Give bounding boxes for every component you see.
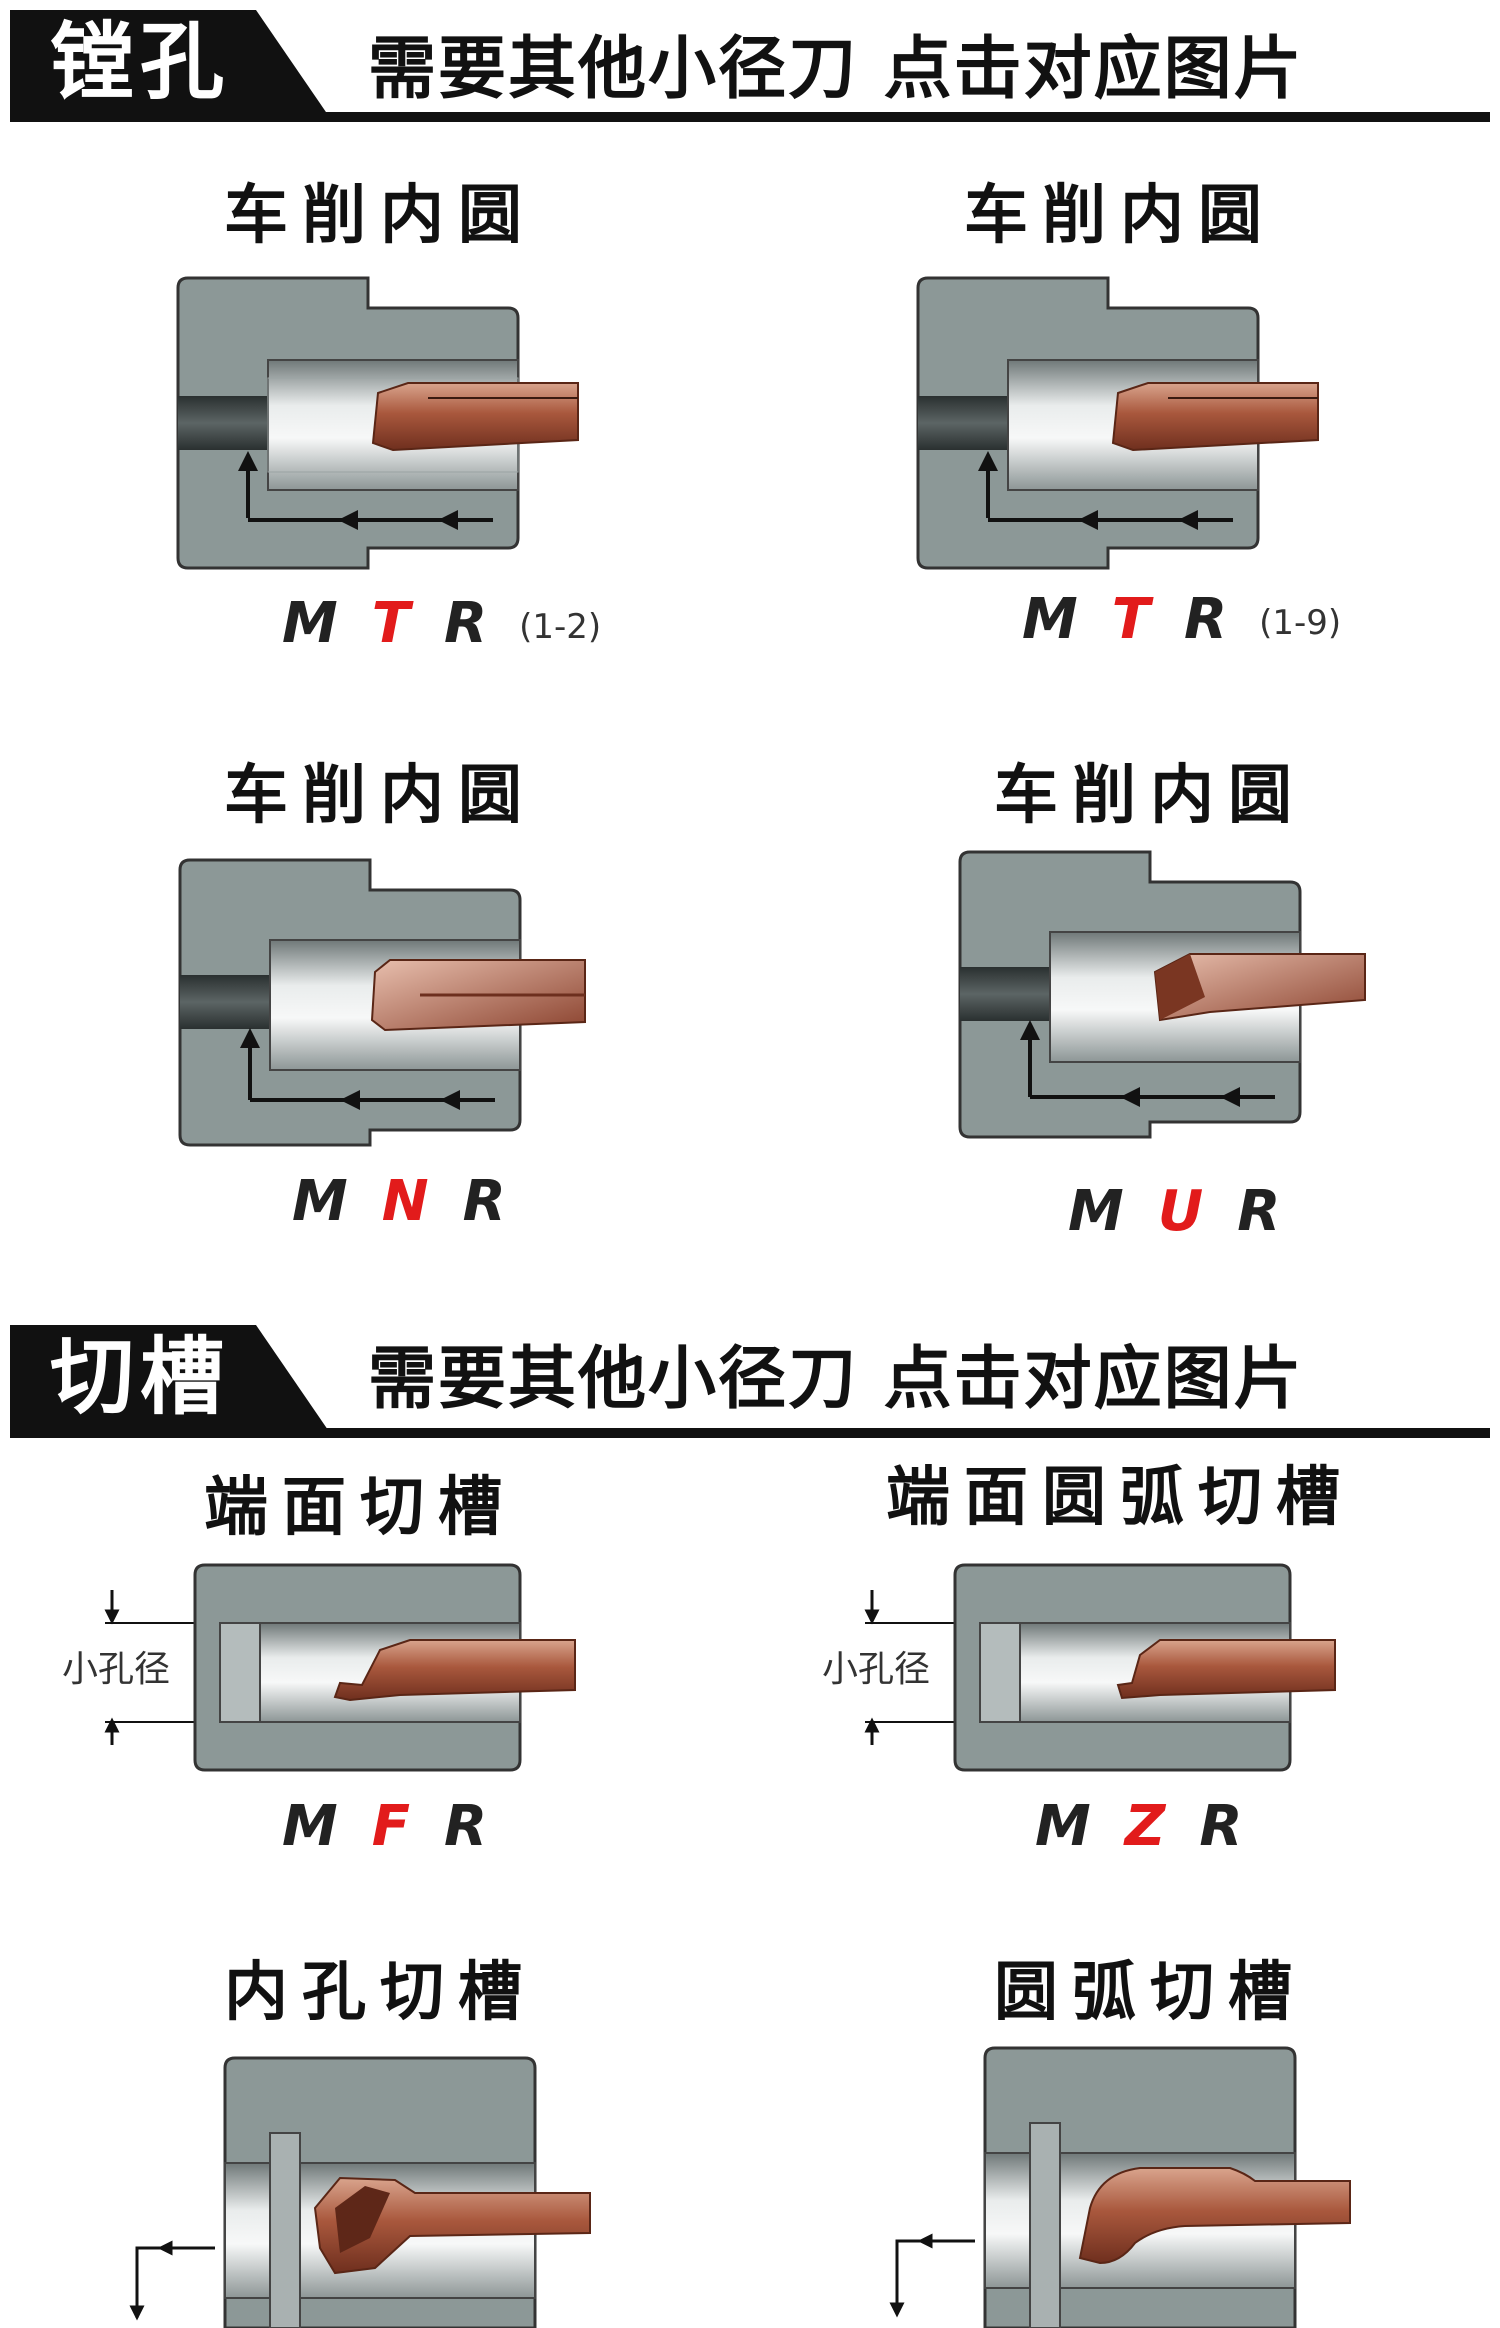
section-tag-slant-grooving bbox=[238, 1325, 328, 1430]
arc-groove-diagram[interactable] bbox=[885, 2046, 1365, 2328]
code-suffix: R bbox=[1183, 587, 1228, 652]
size-range: (1-2) bbox=[519, 606, 602, 647]
code-type: N bbox=[381, 1169, 429, 1234]
section-tag-grooving: 切槽 bbox=[10, 1325, 240, 1430]
code-prefix: M bbox=[1035, 1794, 1091, 1859]
code-prefix: M bbox=[1022, 587, 1078, 652]
code-type: T bbox=[371, 591, 410, 656]
code-type: F bbox=[371, 1794, 410, 1859]
section-divider-boring bbox=[10, 112, 1490, 122]
boring-diagram-2[interactable] bbox=[916, 276, 1338, 578]
face-groove-diagram[interactable] bbox=[100, 1563, 600, 1775]
cutting-tool bbox=[333, 1639, 576, 1702]
code-suffix: R bbox=[462, 1169, 506, 1234]
code-prefix: M bbox=[1068, 1179, 1124, 1244]
code-prefix: M bbox=[282, 1794, 338, 1859]
cutting-tool bbox=[371, 382, 579, 452]
code-suffix: R bbox=[1199, 1794, 1243, 1859]
section-divider-grooving bbox=[10, 1428, 1490, 1438]
op-title: 车削内圆 bbox=[224, 179, 536, 253]
code-suffix: R bbox=[444, 1794, 488, 1859]
section-tag-boring: 镗孔 bbox=[10, 10, 240, 115]
op-title: 端面切槽 bbox=[204, 1471, 516, 1545]
face-arc-groove-diagram[interactable] bbox=[860, 1563, 1360, 1775]
cutting-tool bbox=[1078, 2167, 1351, 2265]
code-suffix: R bbox=[443, 591, 488, 656]
op-title: 内孔切槽 bbox=[224, 1956, 536, 2030]
small-bore-label: 小孔径 bbox=[822, 1649, 931, 1690]
op-title: 端面圆弧切槽 bbox=[886, 1461, 1354, 1535]
code-prefix: M bbox=[282, 591, 338, 656]
code-type: Z bbox=[1124, 1794, 1166, 1859]
cutting-tool bbox=[1116, 1639, 1336, 1700]
code-suffix: R bbox=[1237, 1179, 1281, 1244]
size-range: (1-9) bbox=[1259, 602, 1342, 643]
boring-diagram-1[interactable] bbox=[176, 276, 598, 578]
code-type: T bbox=[1111, 587, 1150, 652]
bore-groove-diagram[interactable] bbox=[125, 2056, 605, 2328]
boring-diagram-3[interactable] bbox=[178, 858, 600, 1160]
op-title: 圆弧切槽 bbox=[994, 1956, 1306, 2030]
section-hint-boring[interactable]: 需要其他小径刀 点击对应图片 bbox=[368, 30, 1304, 109]
op-title: 车削内圆 bbox=[224, 759, 536, 833]
op-title: 车削内圆 bbox=[964, 179, 1276, 253]
code-type: U bbox=[1157, 1179, 1204, 1244]
section-tag-slant-boring bbox=[238, 10, 328, 115]
cutting-tool bbox=[1111, 382, 1319, 452]
op-title: 车削内圆 bbox=[994, 759, 1306, 833]
boring-diagram-4[interactable] bbox=[958, 850, 1380, 1152]
section-hint-grooving[interactable]: 需要其他小径刀 点击对应图片 bbox=[368, 1340, 1304, 1419]
code-prefix: M bbox=[292, 1169, 348, 1234]
small-bore-label: 小孔径 bbox=[62, 1649, 171, 1690]
